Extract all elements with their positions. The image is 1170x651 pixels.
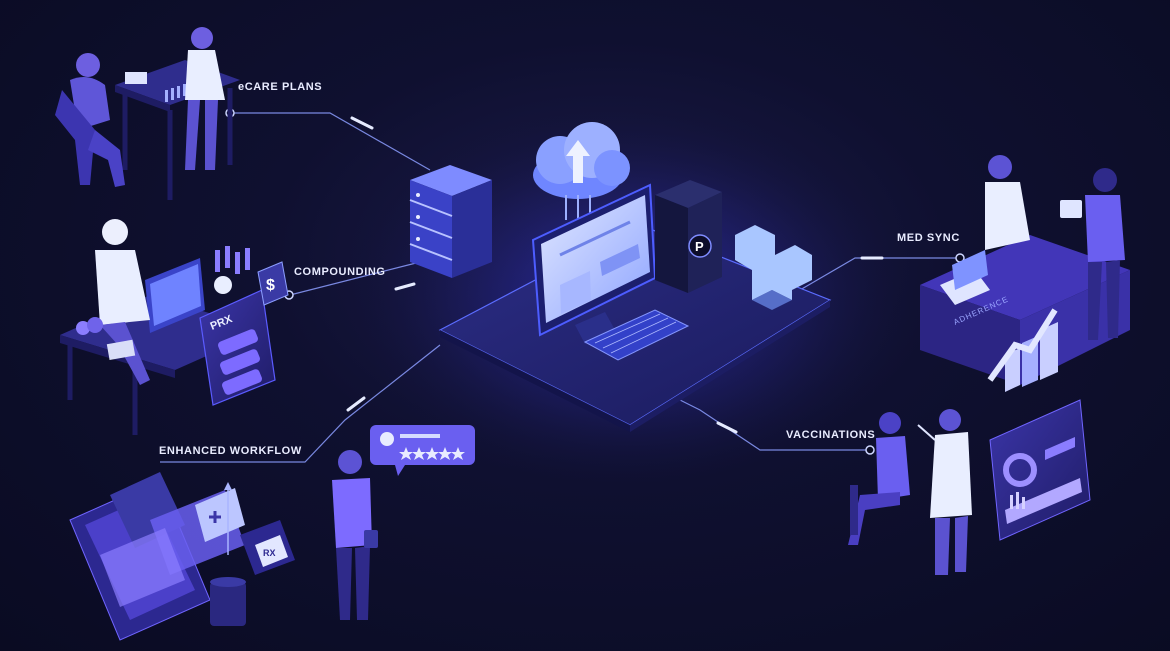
compounding-label: COMPOUNDING xyxy=(294,266,386,278)
compounding-scene xyxy=(60,219,289,435)
keyboard xyxy=(583,309,690,361)
dollar-icon: $ xyxy=(266,277,275,294)
server-stack xyxy=(409,165,492,278)
computer-tower xyxy=(655,180,722,293)
vaccinations-scene xyxy=(848,399,1091,575)
compounding-connector xyxy=(289,261,421,296)
enhanced-workflow-scene xyxy=(69,425,475,641)
workflow-connector xyxy=(160,344,441,463)
enhanced-workflow-label: ENHANCED WORKFLOW xyxy=(159,445,302,457)
med-sync-scene xyxy=(920,155,1130,392)
ecare-connector xyxy=(230,112,431,171)
pharmacy-logo: P xyxy=(695,239,704,254)
rx-box-label: RX xyxy=(263,548,276,558)
connector-plugs xyxy=(346,116,884,434)
vaccinations-node xyxy=(865,445,875,455)
ecare-plans-scene xyxy=(55,27,240,200)
medsync-connector xyxy=(799,257,960,291)
med-sync-label: MED SYNC xyxy=(897,232,960,244)
vaccinations-label: VACCINATIONS xyxy=(786,429,876,441)
ecare-plans-label: eCARE PLANS xyxy=(238,81,323,93)
medical-cross-icon xyxy=(735,225,812,310)
cloud-upload-icon xyxy=(533,122,630,225)
